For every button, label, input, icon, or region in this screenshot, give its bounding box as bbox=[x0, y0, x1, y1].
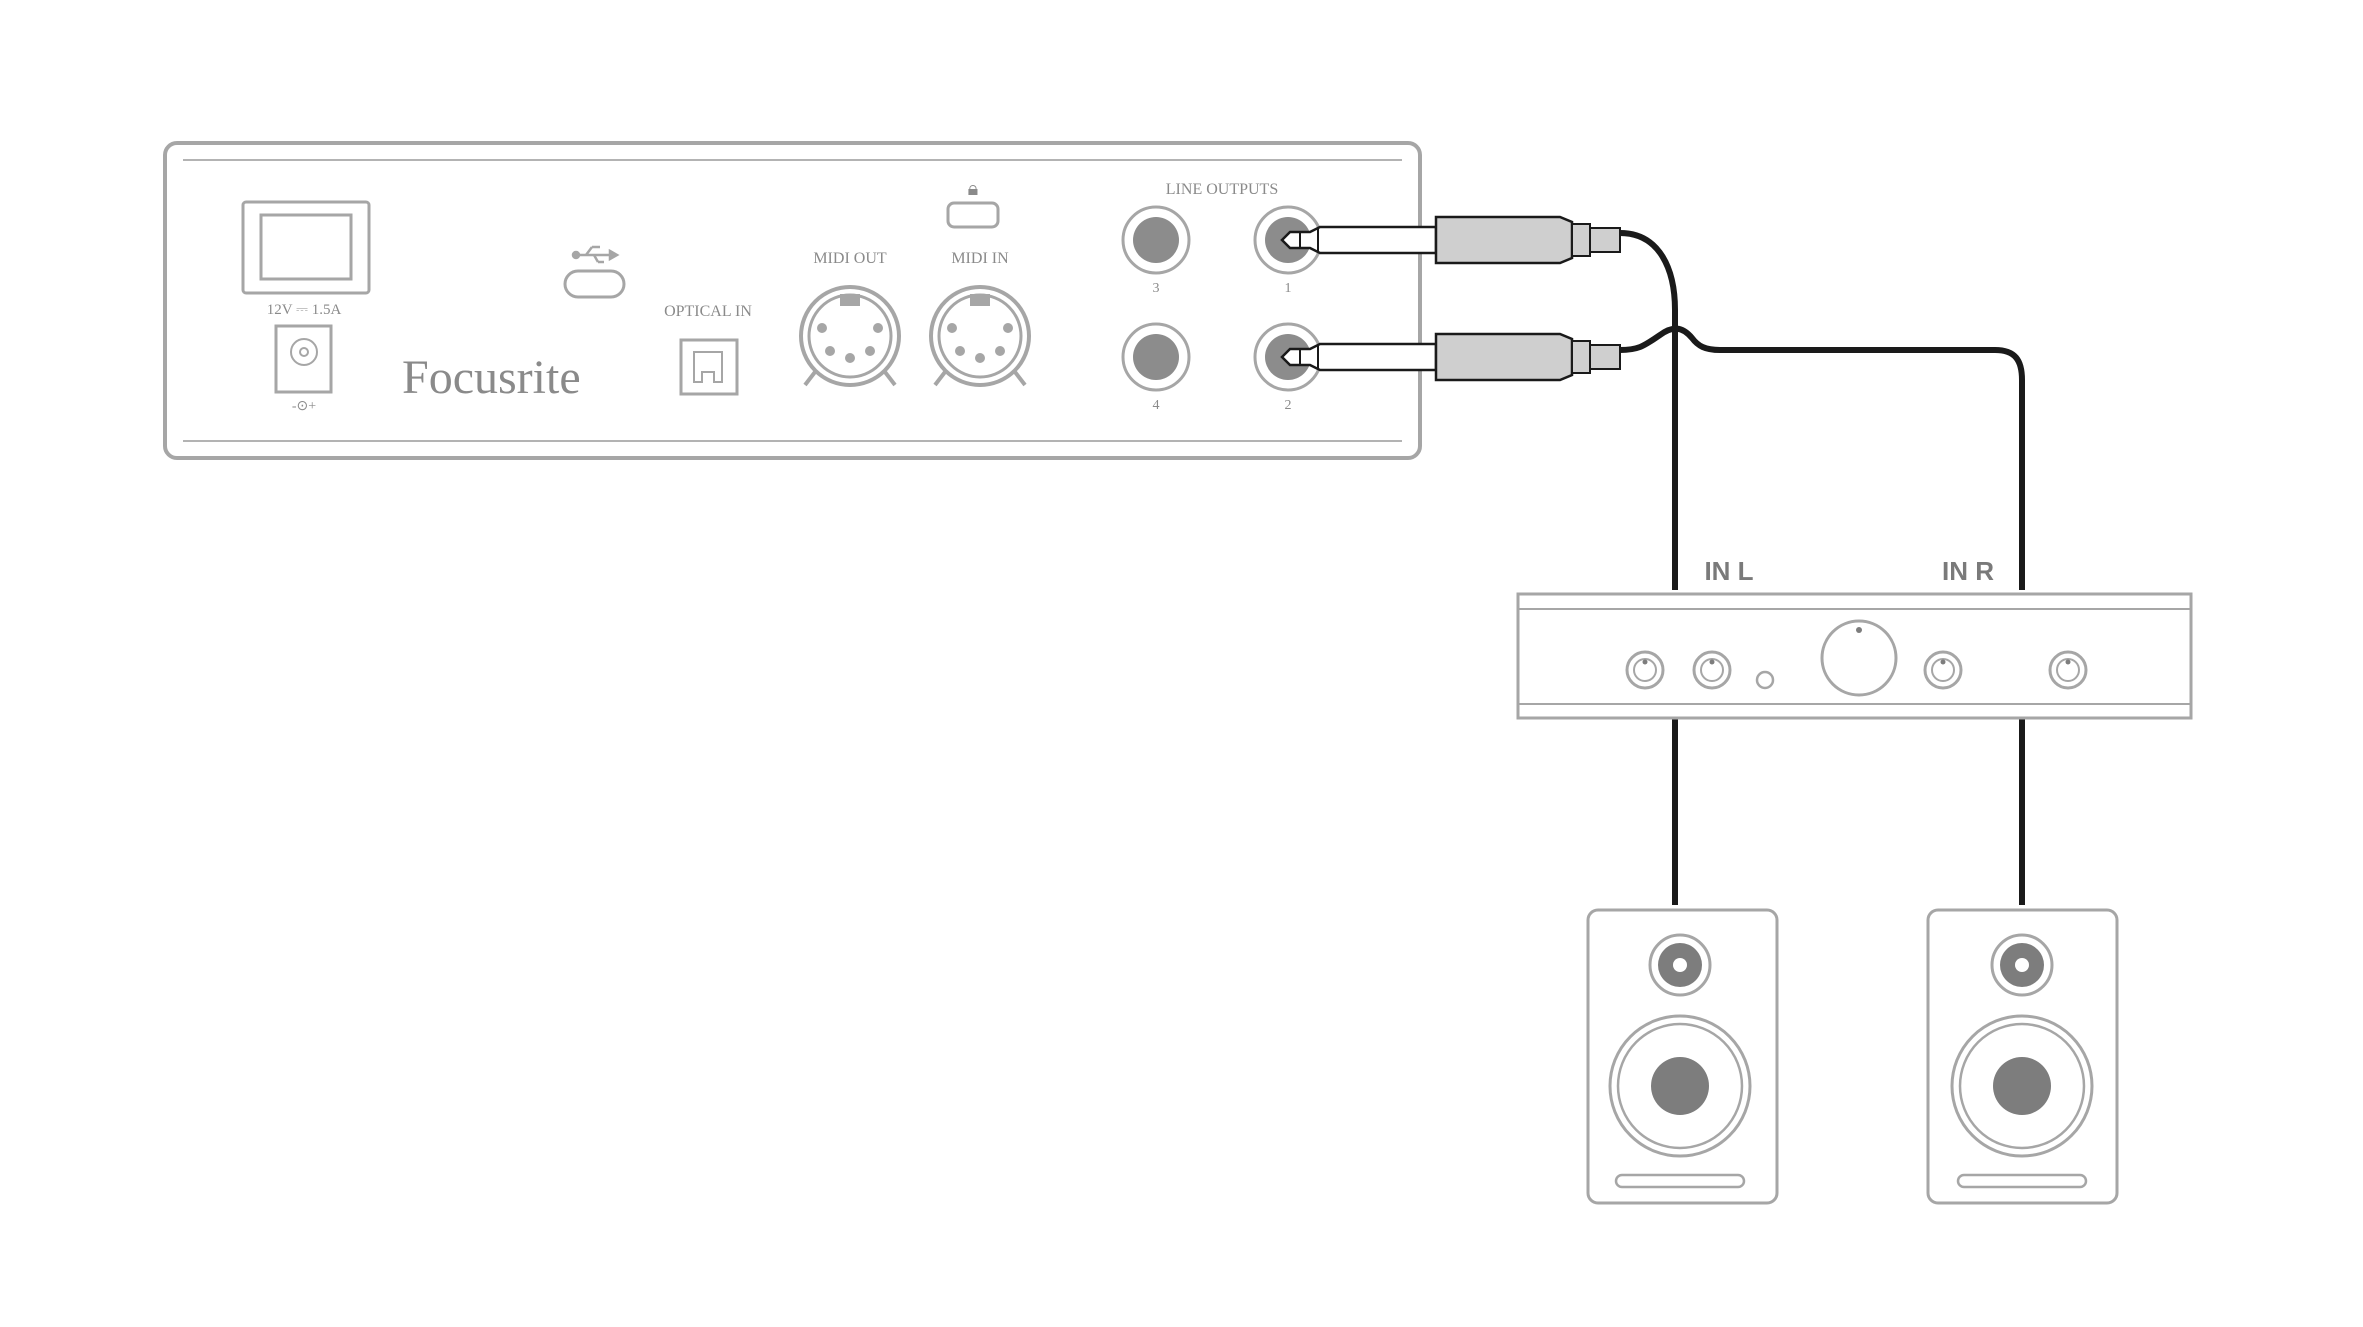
dc-polarity-label: -⊙+ bbox=[292, 399, 316, 414]
speaker-left bbox=[1586, 908, 1779, 1205]
output-2-number: 2 bbox=[1285, 398, 1292, 413]
amp-knob-4[interactable] bbox=[2048, 650, 2088, 690]
output-4-number: 4 bbox=[1153, 398, 1160, 413]
amp-input-right-label: IN R bbox=[1942, 556, 1994, 586]
cable-left bbox=[1619, 230, 1678, 905]
amp-indicator-led bbox=[1755, 670, 1775, 690]
jack-plug-output-1 bbox=[1280, 215, 1621, 265]
midi-out-port[interactable] bbox=[799, 285, 901, 387]
midi-out-label: MIDI OUT bbox=[813, 250, 887, 267]
power-rating-label: 12V ⎓ 1.5A bbox=[267, 302, 342, 318]
jack-plug-output-2 bbox=[1280, 332, 1621, 382]
audio-interface-rear-panel: 12V ⎓ 1.5A -⊙+ Focusrite OPTICAL IN bbox=[163, 141, 1422, 460]
cable-right bbox=[1619, 325, 2025, 905]
amp-knob-2[interactable] bbox=[1692, 650, 1732, 690]
kensington-lock-slot[interactable] bbox=[946, 201, 1000, 229]
midi-in-port[interactable] bbox=[929, 285, 1031, 387]
lock-icon: 🔒︎ bbox=[968, 178, 979, 200]
output-1-number: 1 bbox=[1285, 281, 1292, 296]
brand-logo: Focusrite bbox=[402, 351, 581, 404]
output-3-number: 3 bbox=[1153, 281, 1160, 296]
optical-in-label: OPTICAL IN bbox=[664, 303, 752, 320]
line-output-3-jack[interactable] bbox=[1121, 205, 1191, 275]
line-output-4-jack[interactable] bbox=[1121, 322, 1191, 392]
amp-knob-1[interactable] bbox=[1625, 650, 1665, 690]
dc-power-socket[interactable] bbox=[274, 324, 333, 394]
amplifier: IN L IN R bbox=[1516, 556, 2193, 720]
speaker-right bbox=[1926, 908, 2119, 1205]
amp-volume-knob[interactable] bbox=[1820, 619, 1898, 697]
power-switch[interactable] bbox=[241, 200, 371, 295]
midi-in-label: MIDI IN bbox=[951, 250, 1009, 267]
usb-c-port[interactable] bbox=[563, 269, 626, 299]
line-outputs-label: LINE OUTPUTS bbox=[1166, 181, 1278, 198]
optical-in-port[interactable] bbox=[679, 338, 739, 396]
amp-input-left-label: IN L bbox=[1704, 556, 1753, 586]
usb-icon bbox=[571, 245, 620, 264]
amp-knob-3[interactable] bbox=[1923, 650, 1963, 690]
